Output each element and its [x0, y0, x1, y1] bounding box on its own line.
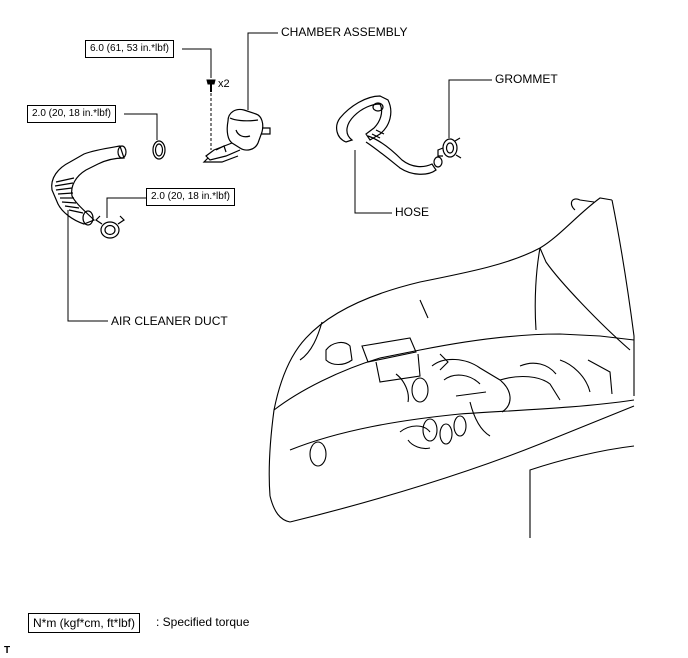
air-cleaner-duct-part: [51, 145, 127, 226]
hose-part: [336, 95, 443, 175]
legend-unit-box: N*m (kgf*cm, ft*lbf): [28, 613, 141, 633]
hose-label: HOSE: [395, 205, 430, 219]
torque-box-chamber-bolt: 6.0 (61, 53 in.*lbf): [85, 40, 174, 58]
torque-box-duct-clamp-upper: 2.0 (20, 18 in.*lbf): [27, 105, 116, 123]
legend-description: : Specified torque: [156, 615, 250, 629]
leader-duct-clamp-upper: [124, 113, 158, 140]
leader-air-cleaner-duct: [67, 210, 108, 322]
grommet-label: GROMMET: [495, 72, 558, 86]
bolt-icon: [206, 79, 216, 92]
leader-lines: [67, 32, 492, 322]
air-cleaner-duct-label: AIR CLEANER DUCT: [111, 314, 228, 328]
leader-chamber-assembly: [247, 32, 278, 110]
leader-chamber-bolt: [182, 48, 212, 78]
bolt-quantity-label: x2: [218, 78, 230, 90]
leader-grommet: [448, 79, 492, 138]
leader-duct-clamp-lower: [106, 197, 148, 218]
leader-hose: [354, 150, 392, 214]
clamp-ring-upper: [152, 140, 166, 160]
clamp-lower: [95, 215, 125, 239]
chamber-assembly-label: CHAMBER ASSEMBLY: [281, 25, 408, 39]
corner-mark: T: [4, 645, 11, 656]
grommet-part: [437, 137, 462, 159]
chamber-assembly-part: [202, 108, 271, 163]
vehicle-engine-bay: [268, 197, 635, 538]
torque-box-duct-clamp-lower: 2.0 (20, 18 in.*lbf): [146, 188, 235, 206]
